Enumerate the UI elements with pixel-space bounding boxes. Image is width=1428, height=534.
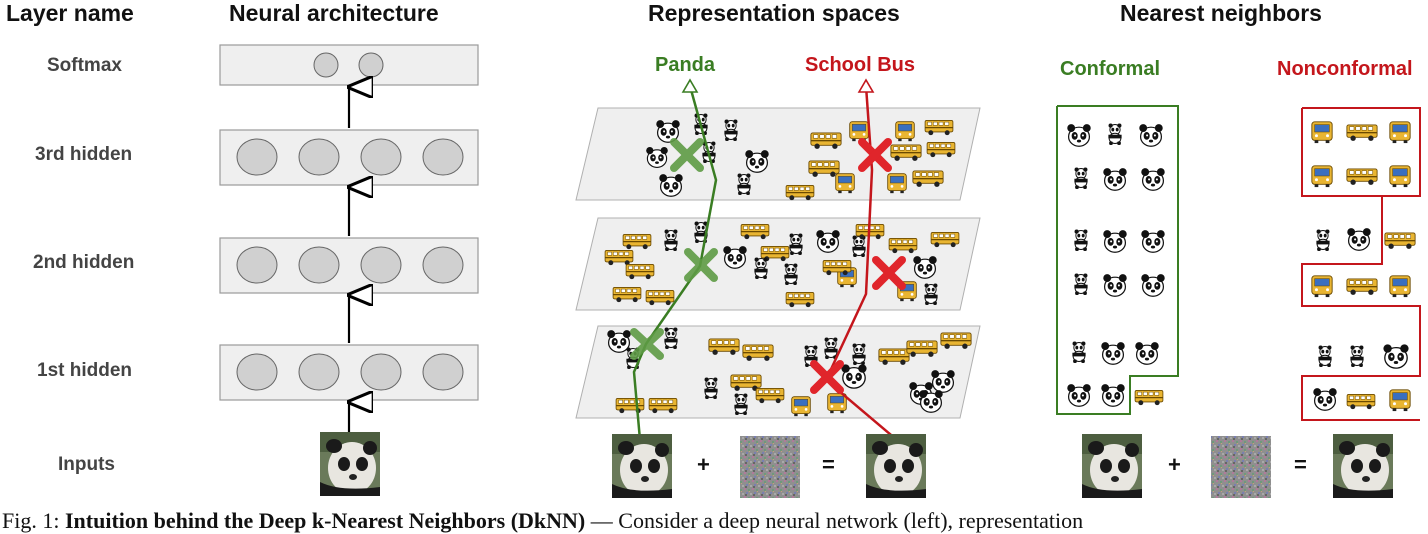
noise-image [1211, 436, 1271, 498]
caption-body: — Consider a deep neural network (left),… [591, 508, 1083, 533]
hidden-layer-3-box [220, 130, 478, 185]
nonconformal-neighbors [1312, 122, 1415, 411]
hidden-layer-2-box [220, 238, 478, 293]
panda-photo [612, 434, 672, 498]
conformal-outline [1057, 106, 1178, 414]
plus-operator: + [697, 452, 710, 478]
plus-operator: + [1168, 452, 1181, 478]
conformal-label: Conformal [1060, 58, 1160, 81]
panda-photo [1082, 434, 1142, 498]
neighbors-column [1057, 106, 1420, 498]
softmax-unit [314, 53, 338, 77]
adversarial-panda-photo [1333, 434, 1393, 498]
header-neighbors: Nearest neighbors [1120, 0, 1322, 27]
equals-operator: = [1294, 452, 1307, 478]
nonconformal-outline [1302, 108, 1420, 420]
figure-caption: Fig. 1: Intuition behind the Deep k-Near… [2, 508, 1083, 534]
panda-path-label: Panda [655, 54, 715, 77]
header-architecture: Neural architecture [229, 0, 439, 27]
adversarial-panda-photo [866, 434, 926, 498]
nonconformal-label: Nonconformal [1277, 58, 1413, 81]
panda-photo [320, 432, 380, 496]
layer-label-inputs: Inputs [58, 454, 115, 476]
hidden-layer-1-box [220, 345, 478, 400]
architecture-column [220, 45, 478, 496]
bus-path-label: School Bus [805, 54, 915, 77]
conformal-neighbors [1067, 124, 1164, 407]
softmax-unit [359, 53, 383, 77]
header-representation: Representation spaces [648, 0, 900, 27]
layer-label-softmax: Softmax [47, 55, 122, 77]
representation-column [576, 80, 980, 498]
equals-operator: = [822, 452, 835, 478]
layer-label-3rd-hidden: 3rd hidden [35, 144, 132, 166]
header-layer-name: Layer name [6, 0, 134, 27]
layer-label-2nd-hidden: 2nd hidden [33, 252, 134, 274]
layer-label-1st-hidden: 1st hidden [37, 360, 132, 382]
noise-image [740, 436, 800, 498]
caption-title: Intuition behind the Deep k-Nearest Neig… [65, 508, 585, 533]
softmax-layer-box [220, 45, 478, 85]
caption-prefix: Fig. 1: [2, 508, 59, 533]
